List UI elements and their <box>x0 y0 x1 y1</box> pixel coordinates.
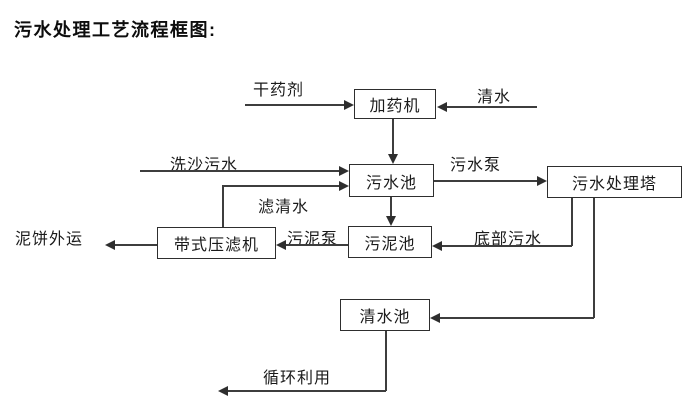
arrow-tower-to-clean-pool-riser-line <box>593 198 595 318</box>
arrow-mud-cake-head-icon <box>105 240 115 250</box>
node-sewage-pool: 污水池 <box>349 164 434 197</box>
arrow-bottom-sewage-head-icon <box>432 241 442 251</box>
arrow-sewage-to-sludge-line <box>390 197 392 217</box>
arrow-recycle-head-icon <box>218 386 228 396</box>
flow-label-recycle-use: 循环利用 <box>263 370 332 387</box>
arrow-sewage-pump-line <box>434 180 537 182</box>
arrow-sewage-pump-head-icon <box>537 176 547 186</box>
arrow-dry-chemical-line <box>245 104 345 106</box>
arrow-dosing-to-sewage-line <box>392 119 394 155</box>
arrow-dosing-to-sewage-head-icon <box>388 154 398 164</box>
arrow-bottom-sewage-riser-line <box>571 198 573 246</box>
page-title: 污水处理工艺流程框图: <box>14 20 217 40</box>
arrow-mud-cake-line <box>115 244 157 246</box>
flow-label-bottom-sewage: 底部污水 <box>474 231 543 248</box>
arrow-recycle-line <box>228 390 386 392</box>
node-sludge-pool: 污泥池 <box>348 226 432 258</box>
arrow-clean-water-head-icon <box>437 102 447 112</box>
flow-label-sludge-pump: 污泥泵 <box>287 231 339 248</box>
arrow-filtered-water-line <box>222 185 339 187</box>
node-belt-filter-press: 带式压滤机 <box>157 227 276 259</box>
node-clean-water-pool: 清水池 <box>340 299 430 331</box>
arrow-sand-washing-head-icon <box>339 166 349 176</box>
arrow-recycle-riser-line <box>385 331 387 391</box>
arrow-filtered-water-head-icon <box>339 181 349 191</box>
flow-label-sand-washing-sewage: 洗沙污水 <box>170 157 239 174</box>
flow-label-filtered-clean-water: 滤清水 <box>258 199 310 216</box>
node-sewage-treatment-tower: 污水处理塔 <box>547 166 682 198</box>
arrow-sand-washing-line <box>140 170 339 172</box>
arrow-sludge-pump-head-icon <box>276 240 286 250</box>
arrow-sludge-pump-line <box>286 244 348 246</box>
arrow-bottom-sewage-line <box>442 245 572 247</box>
flow-label-clean-water: 清水 <box>477 89 512 106</box>
arrow-filtered-water-riser-line <box>222 186 224 227</box>
arrow-dry-chemical-head-icon <box>344 100 354 110</box>
arrow-clean-water-line <box>447 106 537 108</box>
arrow-tower-to-clean-pool-head-icon <box>430 313 440 323</box>
node-dosing-machine: 加药机 <box>354 89 436 119</box>
arrow-sewage-to-sludge-head-icon <box>386 216 396 226</box>
flow-label-mud-cake-out: 泥饼外运 <box>15 231 84 248</box>
flow-label-dry-chemical: 干药剂 <box>253 82 305 99</box>
flow-label-sewage-pump: 污水泵 <box>450 157 502 174</box>
arrow-tower-to-clean-pool-line <box>440 317 594 319</box>
